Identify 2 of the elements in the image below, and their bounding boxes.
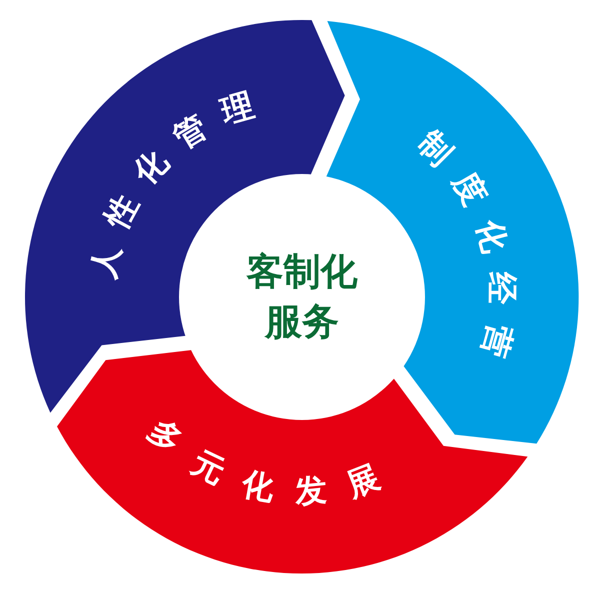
segment-label: 制度化经营: [411, 123, 522, 382]
segment-label: 多元化发展: [142, 411, 405, 512]
